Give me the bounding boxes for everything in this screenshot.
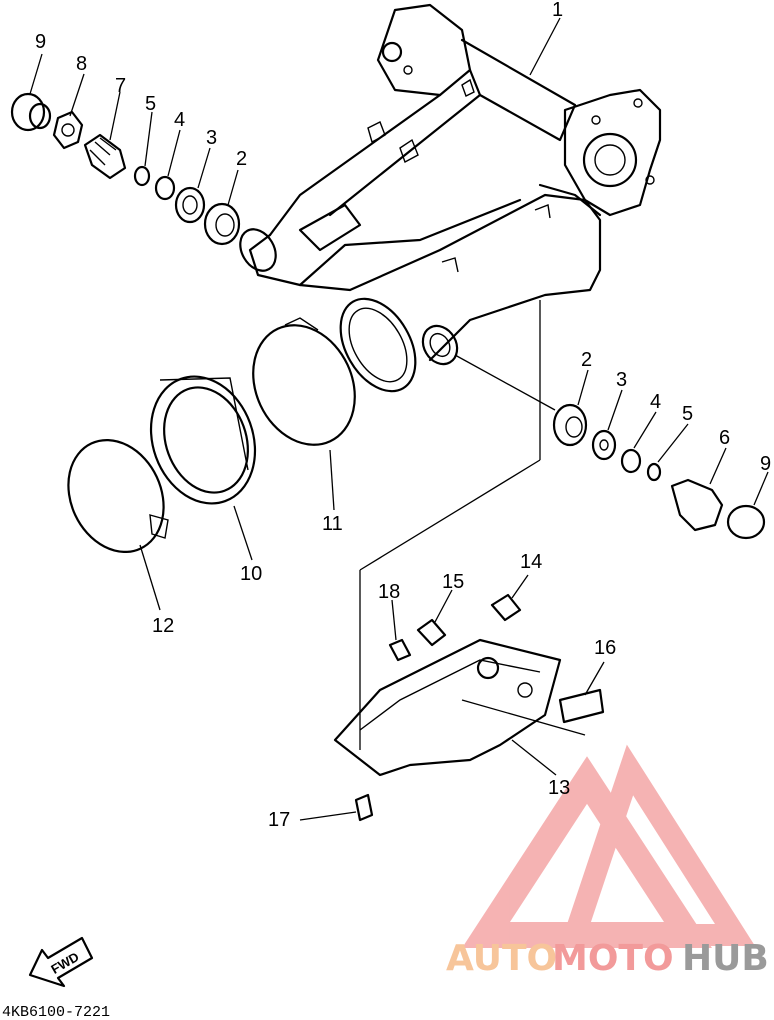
callout-3-left: 3: [206, 127, 217, 149]
damper-part-15: [416, 618, 447, 647]
callout-14: 14: [520, 551, 542, 573]
callout-6: 6: [719, 427, 730, 449]
callout-labels: 1 2 3 4 5 7 8 9 2 3 4 5 6 9 10 11 12 13 …: [35, 0, 771, 831]
swingarm-part-1: [239, 3, 662, 393]
watermark-moto: MOTO: [552, 938, 674, 979]
chain-guard-part-13: [333, 300, 605, 822]
forward-direction-arrow: FWD: [28, 936, 94, 988]
callout-5-right: 5: [682, 403, 693, 425]
callout-13: 13: [548, 777, 570, 799]
callout-11: 11: [322, 513, 343, 535]
block-part-16: [558, 688, 605, 724]
bolt-part-17: [354, 793, 374, 822]
damper-part-14: [490, 593, 522, 622]
callout-leaders: [29, 17, 769, 821]
watermark-auto: AUTO: [446, 938, 557, 979]
callout-9-left: 9: [35, 31, 46, 53]
diagram-part-code: 4KB6100-7221: [2, 1004, 110, 1020]
fwd-label: FWD: [48, 949, 81, 977]
callout-17: 17: [268, 809, 290, 831]
bolt-part-18: [388, 638, 412, 662]
callout-2-left: 2: [236, 148, 247, 170]
callout-8: 8: [76, 53, 87, 75]
left-bearing-stack: [10, 92, 241, 246]
callout-1: 1: [552, 0, 563, 21]
callout-5-left: 5: [145, 93, 156, 115]
callout-9-right: 9: [760, 453, 771, 475]
callout-4-right: 4: [650, 391, 661, 413]
callout-3-right: 3: [616, 369, 627, 391]
dust-boot-and-clamps: [67, 317, 356, 554]
callout-15: 15: [442, 571, 464, 593]
callout-18: 18: [378, 581, 400, 603]
callout-10: 10: [240, 563, 262, 585]
callout-4-left: 4: [174, 109, 185, 131]
callout-12: 12: [152, 615, 174, 637]
callout-7: 7: [115, 75, 126, 97]
watermark-logo: [462, 744, 756, 948]
right-bearing-stack: [454, 354, 766, 540]
watermark-text: AUTO MOTO HUB: [446, 938, 769, 979]
callout-2-right: 2: [581, 349, 592, 371]
watermark-hub: HUB: [682, 938, 769, 979]
callout-16: 16: [594, 637, 616, 659]
